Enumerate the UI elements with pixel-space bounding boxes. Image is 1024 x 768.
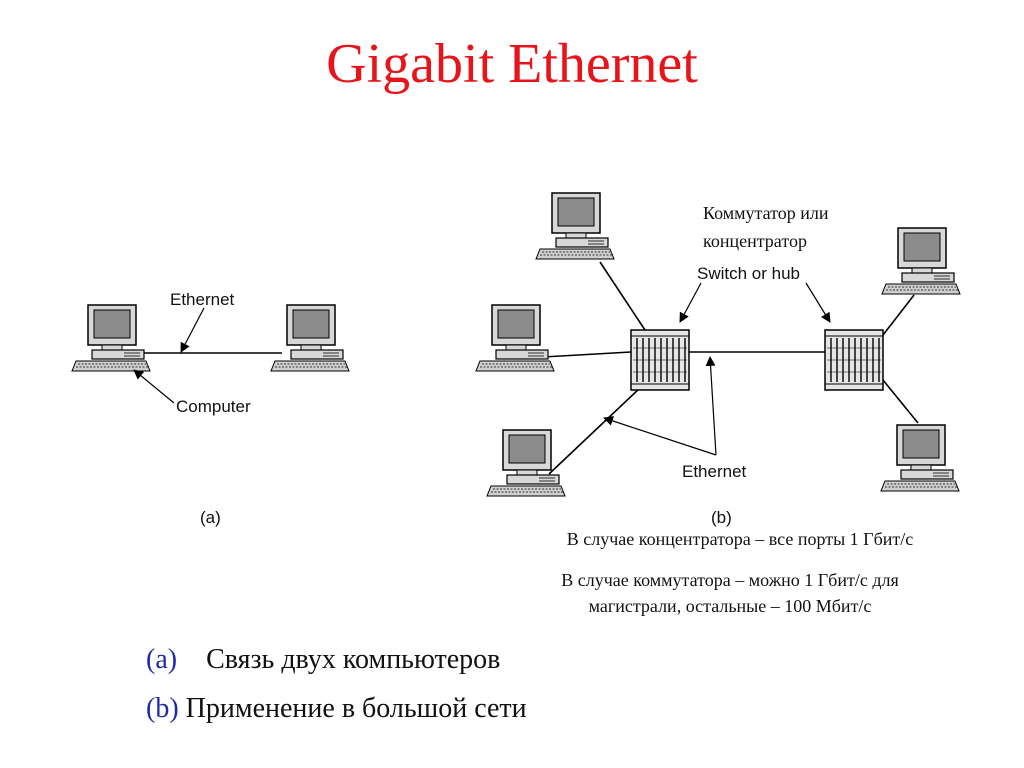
ethernet-cable <box>548 387 641 475</box>
caption-a: (a) Связь двух компьютеров <box>146 644 500 676</box>
computer-icon <box>270 304 350 372</box>
computer-icon <box>71 304 151 372</box>
ethernet-label: Ethernet <box>682 462 747 481</box>
panel-label-a: (a) <box>200 508 221 527</box>
ethernet-cable <box>882 379 919 424</box>
ethernet-label: Ethernet <box>170 290 235 309</box>
ethernet-arrow <box>705 356 717 456</box>
computer-icon <box>486 429 566 497</box>
computer-icon <box>881 227 961 295</box>
switch-arrow <box>679 282 702 323</box>
caption-marker-b: (b) <box>146 693 179 724</box>
switch-label-ru-line2: концентратор <box>703 231 807 251</box>
ethernet-cable <box>599 261 646 331</box>
switch-label: Switch or hub <box>697 264 800 283</box>
computer-icon <box>880 424 960 492</box>
caption-b: (b) Применение в большой сети <box>146 693 527 725</box>
computer-icon <box>475 304 555 372</box>
ethernet-arrow <box>180 307 205 353</box>
caption-marker-a: (a) <box>146 644 178 675</box>
ethernet-arrow <box>603 416 717 456</box>
computer-icon <box>535 192 615 260</box>
switch-label-ru-line1: Коммутатор или <box>703 203 829 223</box>
slide-title: Gigabit Ethernet <box>326 33 698 95</box>
hub-icon <box>824 329 884 391</box>
panel-label-b: (b) <box>711 508 732 527</box>
diagram-a: Ethernet Computer (a) <box>71 290 350 527</box>
caption-text-a: Связь двух компьютеров <box>206 644 501 675</box>
caption-text-b: Применение в большой сети <box>185 693 527 724</box>
ethernet-cable <box>542 351 632 358</box>
switch-note-line2: магистрали, остальные – 100 Мбит/с <box>588 596 872 616</box>
diagram-b: Коммутатор или концентратор Switch or hu… <box>475 192 961 527</box>
hub-note: В случае концентратора – все порты 1 Гби… <box>566 529 914 549</box>
ethernet-cable <box>882 294 915 336</box>
switch-note-line1: В случае коммутатора – можно 1 Гбит/с дл… <box>561 570 899 590</box>
computer-arrow <box>133 369 175 404</box>
hub-icon <box>630 329 690 391</box>
switch-arrow <box>805 282 831 323</box>
computer-label: Computer <box>176 397 251 416</box>
